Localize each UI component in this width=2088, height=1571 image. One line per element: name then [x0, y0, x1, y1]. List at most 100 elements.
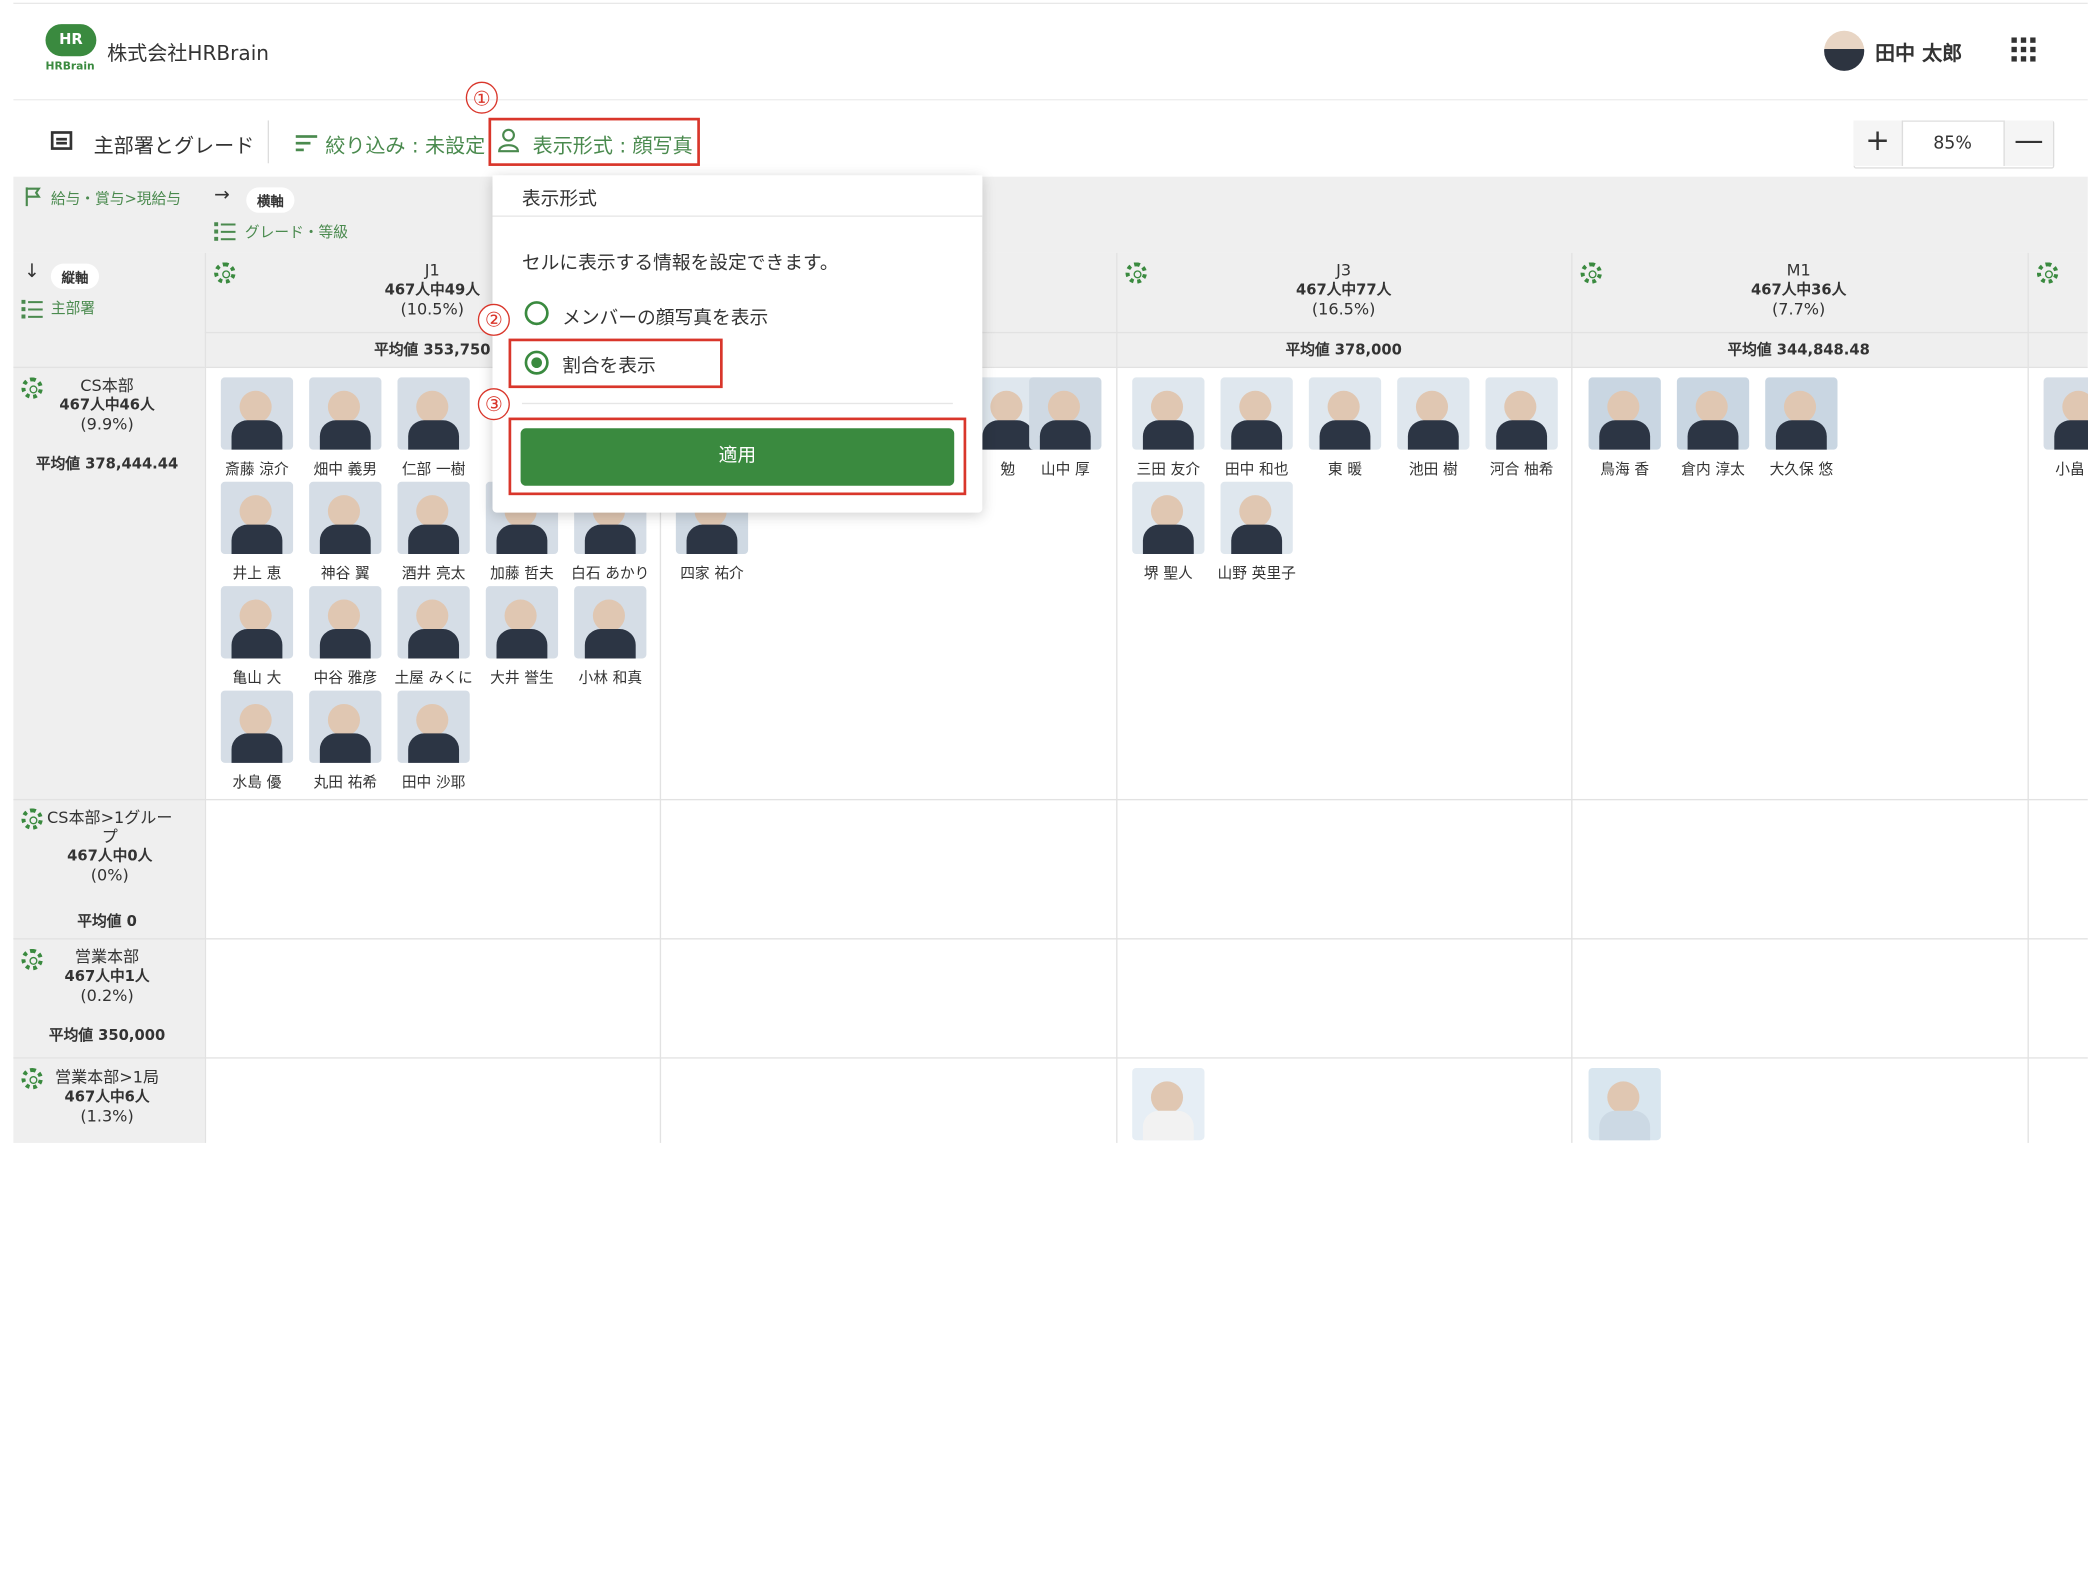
member-name: 山野 英里子 — [1217, 564, 1296, 583]
member-photo[interactable] — [1220, 481, 1293, 555]
option2-highlight — [508, 338, 723, 389]
column-avg-j3: 平均値 378,000 — [1285, 341, 1402, 359]
value-field-label[interactable]: 給与・賞与>現給与 — [50, 190, 181, 208]
arrow-down-icon: ↓ — [24, 260, 40, 283]
annotation-marker-1: ① — [465, 81, 498, 114]
zoom-in-button[interactable]: + — [1853, 120, 1904, 166]
member-name: 鳥海 香 — [1600, 460, 1650, 478]
member-name: 加藤 哲夫 — [490, 564, 554, 583]
member-photo[interactable] — [220, 377, 294, 450]
member-photo[interactable] — [2043, 377, 2088, 450]
app-grid-icon[interactable] — [2011, 37, 2036, 62]
person-icon[interactable] — [498, 128, 519, 153]
gear-icon[interactable] — [21, 377, 43, 399]
member-photo[interactable] — [397, 586, 470, 659]
member-photo[interactable] — [1765, 377, 1838, 450]
member-name: 丸田 祐希 — [313, 773, 378, 791]
gear-icon[interactable] — [21, 948, 43, 971]
apply-button[interactable]: 適用 — [520, 428, 955, 486]
member-name: 神谷 翼 — [320, 564, 370, 583]
member-name: 酒井 亮太 — [401, 564, 466, 583]
filter-icon[interactable] — [295, 135, 318, 152]
column-avg-j1: 平均値 353,750 — [374, 341, 491, 359]
member-photo[interactable] — [397, 690, 470, 763]
member-photo[interactable] — [574, 586, 647, 659]
zoom-level: 85% — [1933, 133, 1972, 154]
gear-icon[interactable] — [1580, 262, 1602, 284]
member-name: 中谷 雅彦 — [313, 669, 378, 687]
member-photo[interactable] — [220, 690, 294, 763]
option-ratio-label[interactable]: 割合を表示 — [562, 355, 656, 378]
gear-icon[interactable] — [2036, 262, 2059, 284]
display-format-highlight — [488, 117, 700, 166]
list-icon — [21, 299, 43, 319]
member-name: 小畠 和 — [2055, 460, 2088, 478]
member-photo[interactable] — [1308, 377, 1382, 450]
user-avatar[interactable] — [1824, 30, 1865, 71]
member-name: 土屋 みくに — [394, 669, 473, 687]
member-photo[interactable] — [397, 377, 470, 450]
member-photo[interactable] — [1220, 377, 1293, 450]
company-logo: HR — [45, 24, 97, 57]
gear-icon[interactable] — [21, 808, 43, 830]
member-name: 田中 沙耶 — [401, 773, 466, 791]
member-name: 大井 誉生 — [490, 669, 554, 687]
member-name: 倉内 淳太 — [1681, 460, 1745, 478]
zoom-out-button[interactable]: — — [2003, 120, 2053, 166]
radio-photo[interactable] — [524, 301, 549, 326]
member-name: 白石 あかり — [571, 564, 650, 583]
user-name[interactable]: 田中 太郎 — [1874, 41, 1963, 66]
popup-title-bar: 表示形式 — [492, 175, 983, 217]
member-name: 四家 祐介 — [680, 564, 744, 583]
option-photo-label[interactable]: メンバーの顔写真を表示 — [562, 307, 769, 330]
radio-ratio[interactable] — [524, 350, 549, 375]
member-photo[interactable] — [485, 586, 559, 659]
row-avg-cs: 平均値 378,444.44 — [35, 455, 179, 473]
member-name: 仁部 一樹 — [401, 460, 466, 478]
annotation-marker-2: ② — [477, 303, 510, 336]
member-photo[interactable] — [1132, 377, 1205, 450]
gear-icon[interactable] — [1125, 262, 1147, 284]
toolbar-separator — [267, 120, 269, 164]
display-format-button[interactable]: 表示形式 : 顔写真 — [532, 133, 693, 158]
member-photo[interactable] — [1132, 1067, 1205, 1141]
y-axis-pill: 縦軸 — [50, 262, 100, 290]
member-name: 亀山 大 — [232, 669, 282, 687]
member-photo[interactable] — [309, 377, 382, 450]
filter-button[interactable]: 絞り込み : 未設定 — [325, 133, 486, 158]
list-icon[interactable] — [50, 131, 73, 150]
apply-highlight — [508, 417, 967, 496]
member-photo[interactable] — [1588, 1067, 1661, 1141]
popup-divider — [521, 402, 953, 405]
main-dept-grade-button[interactable]: 主部署とグレード — [93, 133, 255, 158]
member-name: 堺 聖人 — [1143, 564, 1193, 583]
company-name: 株式会社HRBrain — [107, 41, 270, 66]
member-photo[interactable] — [309, 586, 382, 659]
member-photo[interactable] — [1588, 377, 1661, 450]
member-photo[interactable] — [397, 481, 470, 555]
axis-header-bar — [13, 176, 2088, 253]
y-axis-name[interactable]: 主部署 — [50, 299, 96, 318]
member-photo[interactable] — [1397, 377, 1470, 450]
gear-icon[interactable] — [21, 1067, 43, 1090]
popup-title: 表示形式 — [521, 188, 597, 211]
arrow-right-icon: → — [214, 184, 230, 207]
member-photo[interactable] — [220, 481, 294, 555]
member-photo[interactable] — [1029, 377, 1102, 450]
member-photo[interactable] — [309, 481, 382, 555]
x-axis-name[interactable]: グレード・等級 — [244, 223, 348, 241]
member-photo[interactable] — [309, 690, 382, 763]
member-name: 山中 厚 — [1040, 460, 1090, 478]
gear-icon[interactable] — [214, 262, 236, 284]
member-photo[interactable] — [220, 586, 294, 659]
member-name: 井上 恵 — [232, 564, 282, 583]
flag-icon — [25, 187, 41, 207]
x-axis-pill: 横軸 — [246, 186, 295, 213]
member-photo[interactable] — [1485, 377, 1558, 450]
member-photo[interactable] — [1676, 377, 1750, 450]
member-photo[interactable] — [1132, 481, 1205, 555]
